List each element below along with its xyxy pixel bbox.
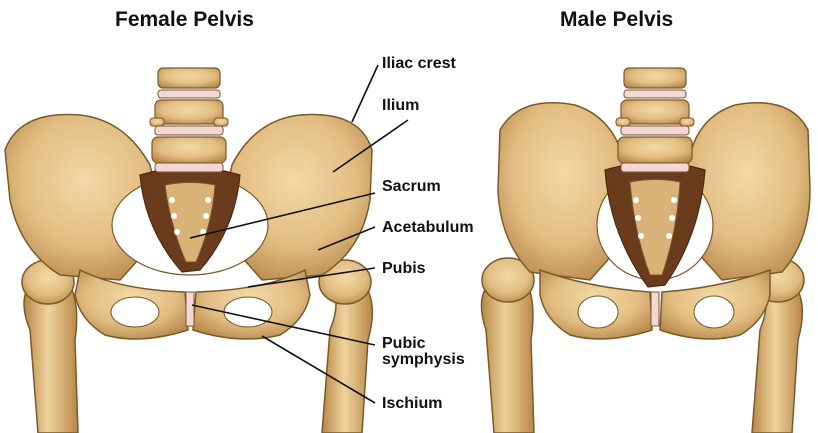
label-pubic-symphysis-line1: Pubic [382, 336, 426, 351]
leader-iliac-crest [352, 65, 378, 122]
female-pelvis-title: Female Pelvis [115, 8, 254, 32]
female-pubic-symphysis [186, 292, 194, 326]
female-right-femur [319, 260, 372, 433]
female-right-obturator-foramen [224, 297, 272, 327]
male-right-obturator-foramen [694, 296, 734, 328]
male-pelvis-title: Male Pelvis [560, 8, 673, 32]
male-pubic-symphysis [651, 292, 659, 326]
female-pelvis-drawing [5, 68, 372, 433]
male-left-femur [481, 258, 534, 433]
male-pelvis-drawing [481, 68, 810, 433]
female-lumbar-spine [150, 68, 228, 172]
female-left-obturator-foramen [111, 297, 159, 327]
label-ischium: Ischium [382, 396, 442, 411]
male-lumbar-spine [616, 68, 694, 172]
label-acetabulum: Acetabulum [382, 220, 474, 235]
male-left-obturator-foramen [578, 296, 618, 328]
label-iliac-crest: Iliac crest [382, 56, 456, 71]
female-left-femur [22, 260, 78, 433]
label-ilium: Ilium [382, 98, 419, 113]
label-pubic-symphysis-line2: symphysis [382, 352, 465, 367]
label-sacrum: Sacrum [382, 179, 441, 194]
label-pubis: Pubis [382, 261, 426, 276]
